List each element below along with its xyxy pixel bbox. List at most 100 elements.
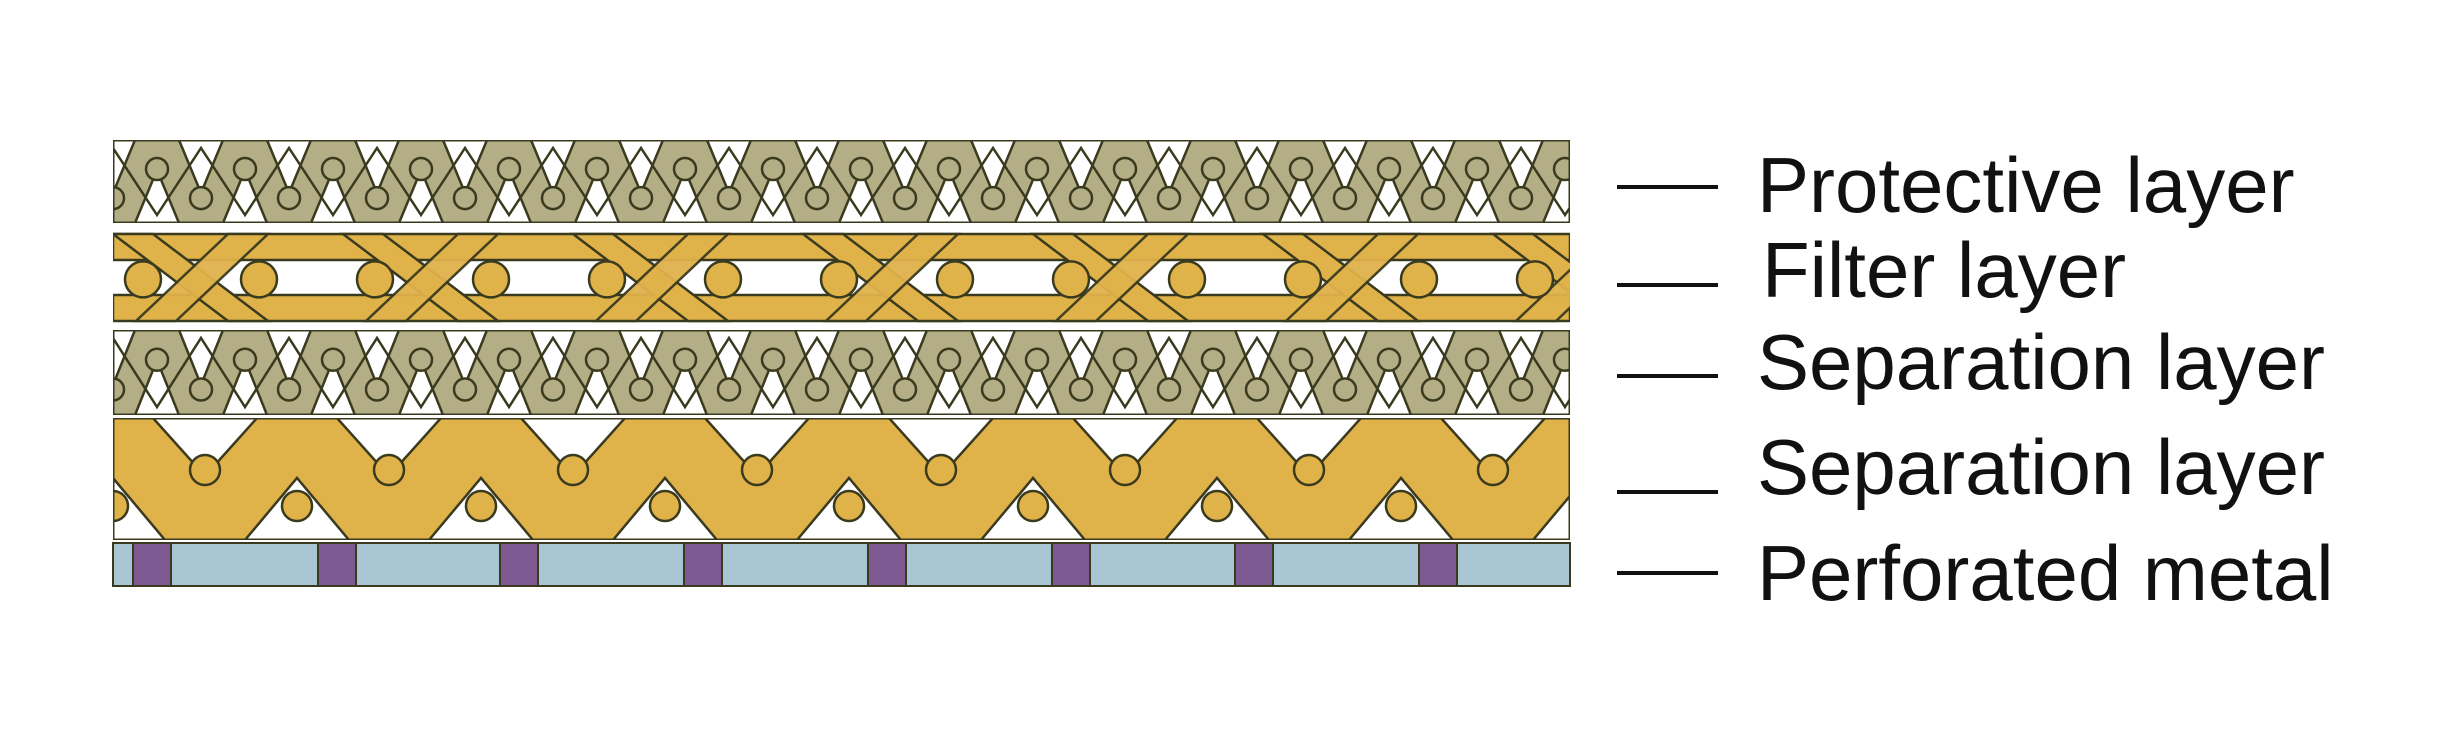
perforated-metal-slot	[683, 542, 723, 587]
protective-gap	[1631, 170, 1675, 223]
separation-1-fibre	[1420, 377, 1446, 402]
separation-2-gap	[335, 418, 443, 478]
label-filter-layer: Filter layer	[1762, 226, 2126, 314]
separation-1-fibre	[452, 377, 478, 402]
protective-gap	[3, 140, 47, 193]
protective-fibre	[232, 156, 258, 182]
protective-fibre	[584, 156, 610, 182]
separation-1-fibre	[584, 347, 610, 372]
protective-fibre	[760, 156, 786, 182]
separation-1-strand	[113, 335, 1570, 410]
filter-diagonal-strand	[592, 232, 732, 323]
protective-layer	[3, 140, 1675, 223]
protective-fibre	[1244, 185, 1270, 211]
separation-2-gap	[703, 418, 811, 478]
filter-diagonal-strand	[132, 232, 272, 323]
separation-2-gap	[113, 476, 167, 540]
separation-1-fibre	[496, 347, 522, 372]
separation-2-fibre	[280, 489, 314, 523]
separation-2-fibre	[1108, 453, 1142, 487]
separation-2-fibre	[372, 453, 406, 487]
perforated-metal-slot	[1418, 542, 1458, 587]
separation-1-fibre	[716, 377, 742, 402]
separation-2-gap	[0, 418, 73, 476]
filter-diagonal-strand	[0, 234, 38, 321]
label-separation-layer-2: Separation layer	[1757, 423, 2325, 511]
separation-2-fibre	[1016, 489, 1050, 523]
perforated-metal-slot	[867, 542, 907, 587]
protective-fibre	[364, 185, 390, 211]
separation-1-fibre	[936, 347, 962, 372]
separation-layer-1	[3, 330, 1675, 415]
label-separation-layer-1: Separation layer	[1757, 318, 2325, 406]
protective-fibre	[540, 185, 566, 211]
separation-1-fibre	[540, 377, 566, 402]
separation-1-fibre	[892, 377, 918, 402]
separation-2-fibre	[1568, 499, 1570, 513]
perforated-metal-slot	[1234, 542, 1274, 587]
separation-2-fibre	[1384, 489, 1418, 523]
protective-fibre	[1598, 187, 1620, 209]
separation-2-gap	[1255, 418, 1363, 478]
separation-1-fibre	[232, 347, 258, 372]
label-perforated-metal: Perforated metal	[1757, 529, 2334, 617]
separation-1-fibre	[1642, 349, 1664, 371]
separation-1-fibre	[1244, 377, 1270, 402]
protective-fibre	[804, 185, 830, 211]
separation-2-gap	[1439, 418, 1547, 478]
filter-fibre	[1399, 260, 1439, 299]
separation-1-fibre	[1376, 347, 1402, 372]
separation-2-gap	[1625, 418, 1729, 476]
separation-layer-2	[0, 418, 1729, 540]
separation-2-gap	[151, 418, 259, 478]
layer-labels: Protective layer Filter layer Separation…	[1617, 141, 2334, 617]
filter-diagonal-strand	[822, 232, 962, 323]
protective-fibre	[144, 156, 170, 182]
separation-1-fibre	[848, 347, 874, 372]
separation-1-gap	[3, 330, 47, 385]
protective-fibre	[320, 156, 346, 182]
separation-1-fibre	[1200, 347, 1226, 372]
protective-fibre	[276, 185, 302, 211]
separation-1-fibre	[1112, 347, 1138, 372]
separation-1-fibre	[1508, 377, 1534, 402]
protective-fibre	[716, 185, 742, 211]
separation-1-fibre	[1332, 377, 1358, 402]
protective-fibre	[14, 187, 36, 209]
separation-1-gap	[1631, 360, 1675, 415]
separation-1-fibre	[144, 347, 170, 372]
protective-fibre	[1508, 185, 1534, 211]
filter-fibre	[819, 260, 859, 299]
perforated-metal-slot	[317, 542, 357, 587]
protective-fibre	[1024, 156, 1050, 182]
separation-2-fibre	[1200, 489, 1234, 523]
label-protective-layer: Protective layer	[1757, 141, 2295, 229]
separation-1-fibre	[760, 347, 786, 372]
separation-1-fibre	[364, 377, 390, 402]
protective-fibre	[672, 156, 698, 182]
filter-fibre	[703, 260, 743, 299]
separation-1-fibre	[14, 379, 36, 401]
protective-fibre	[1376, 156, 1402, 182]
filter-fibre	[1051, 260, 1091, 299]
protective-fibre	[1156, 185, 1182, 211]
separation-1-gap	[47, 360, 91, 415]
separation-1-fibre	[188, 377, 214, 402]
filter-fibre	[587, 260, 627, 299]
separation-1-fibre	[628, 377, 654, 402]
perforated-metal-slot	[1051, 542, 1091, 587]
separation-2-gap	[887, 418, 995, 478]
protective-fibre	[1642, 158, 1664, 180]
separation-2-fibre	[556, 453, 590, 487]
separation-1-fibre	[276, 377, 302, 402]
protective-fibre	[1068, 185, 1094, 211]
separation-1-fibre	[1598, 379, 1620, 401]
protective-fibre	[1112, 156, 1138, 182]
protective-fibre	[1200, 156, 1226, 182]
separation-1-fibre	[980, 377, 1006, 402]
filter-fibre	[935, 260, 975, 299]
separation-2-fibre	[740, 453, 774, 487]
separation-1-fibre	[1552, 347, 1570, 372]
filter-fibre	[1167, 260, 1207, 299]
protective-fibre	[892, 185, 918, 211]
